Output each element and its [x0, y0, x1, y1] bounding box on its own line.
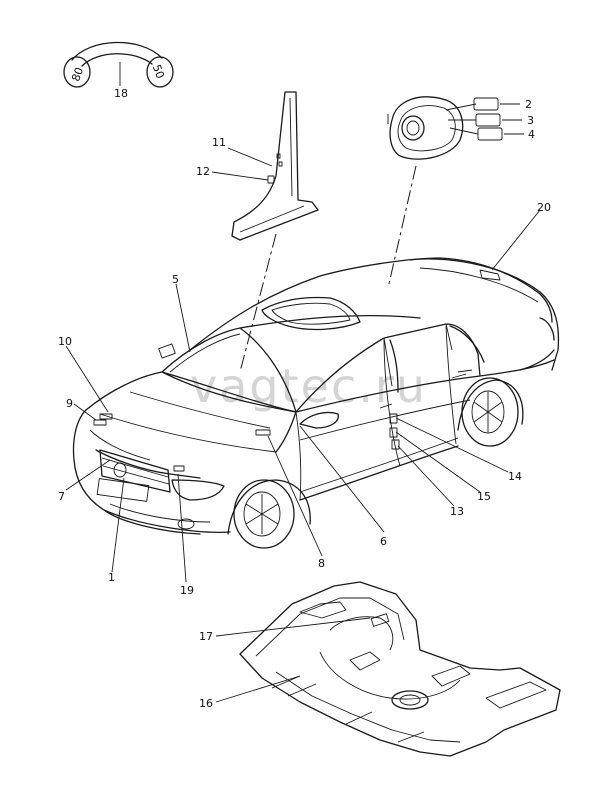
callout-10: 10 — [58, 335, 72, 348]
callout-13: 13 — [450, 505, 464, 518]
flap-to-car-line — [387, 165, 417, 289]
callout-4: 4 — [528, 128, 535, 141]
fuel-flap-part — [387, 96, 503, 160]
callout-15: 15 — [477, 490, 491, 503]
car-illustration — [72, 257, 560, 549]
callout-3: 3 — [527, 114, 534, 127]
callout-16: 16 — [199, 697, 213, 710]
callout-6: 6 — [380, 535, 387, 548]
callout-labels: 18 11 12 2 3 4 20 5 10 9 7 1 19 8 6 14 1… — [58, 87, 551, 710]
disc-right-text: 50 — [150, 63, 167, 81]
watermark-text: vagtec.ru — [190, 359, 427, 413]
label-discs-part: 80 50 — [63, 41, 174, 88]
callout-20: 20 — [537, 201, 551, 214]
callout-12: 12 — [196, 165, 210, 178]
b-pillar-part — [231, 91, 319, 241]
callout-18: 18 — [114, 87, 128, 100]
pillar-to-car-line — [239, 233, 277, 373]
callout-8: 8 — [318, 557, 325, 570]
callout-11: 11 — [212, 136, 226, 149]
callout-2: 2 — [525, 98, 532, 111]
callout-9: 9 — [66, 397, 73, 410]
callout-5: 5 — [172, 273, 179, 286]
disc-left-text: 80 — [69, 66, 86, 84]
callout-14: 14 — [508, 470, 522, 483]
leader-lines — [65, 62, 541, 703]
callout-19: 19 — [180, 584, 194, 597]
callout-7: 7 — [58, 490, 65, 503]
callout-17: 17 — [199, 630, 213, 643]
floor-pan-part — [239, 581, 561, 757]
callout-1: 1 — [108, 571, 115, 584]
